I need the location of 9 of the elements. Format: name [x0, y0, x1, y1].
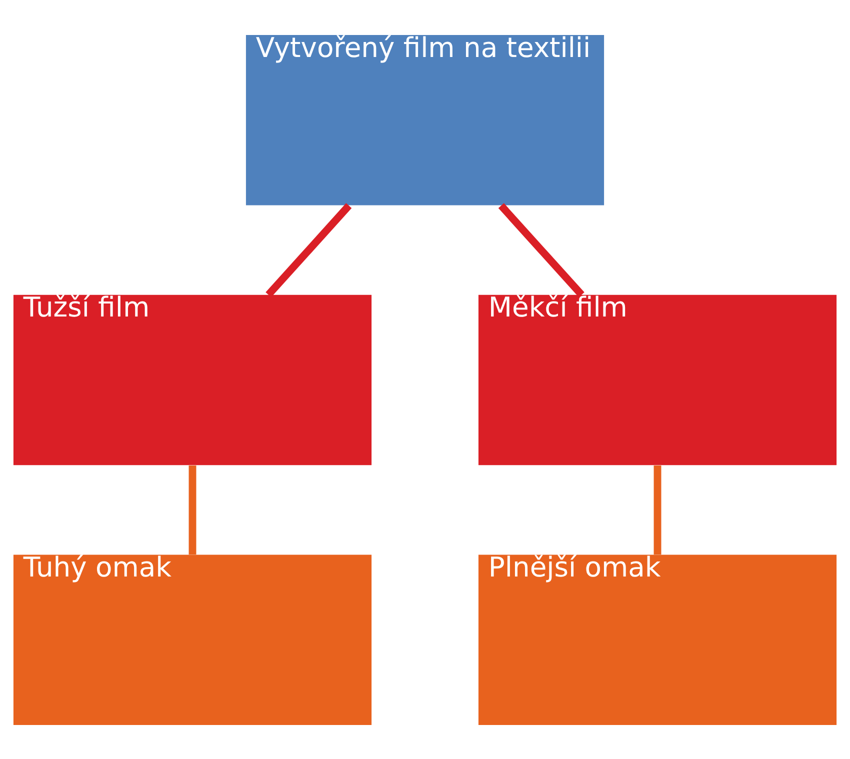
connector: [654, 465, 662, 554]
node-box: Vytvořený film na textilii: [246, 34, 604, 205]
node-box: Plnější omak: [478, 554, 837, 725]
node-box: Tužší film: [13, 294, 372, 465]
connector: [498, 202, 584, 297]
connector: [266, 202, 352, 297]
node-box: Tuhý omak: [13, 554, 372, 725]
connector: [188, 465, 196, 554]
node-box: Měkčí film: [478, 294, 837, 465]
